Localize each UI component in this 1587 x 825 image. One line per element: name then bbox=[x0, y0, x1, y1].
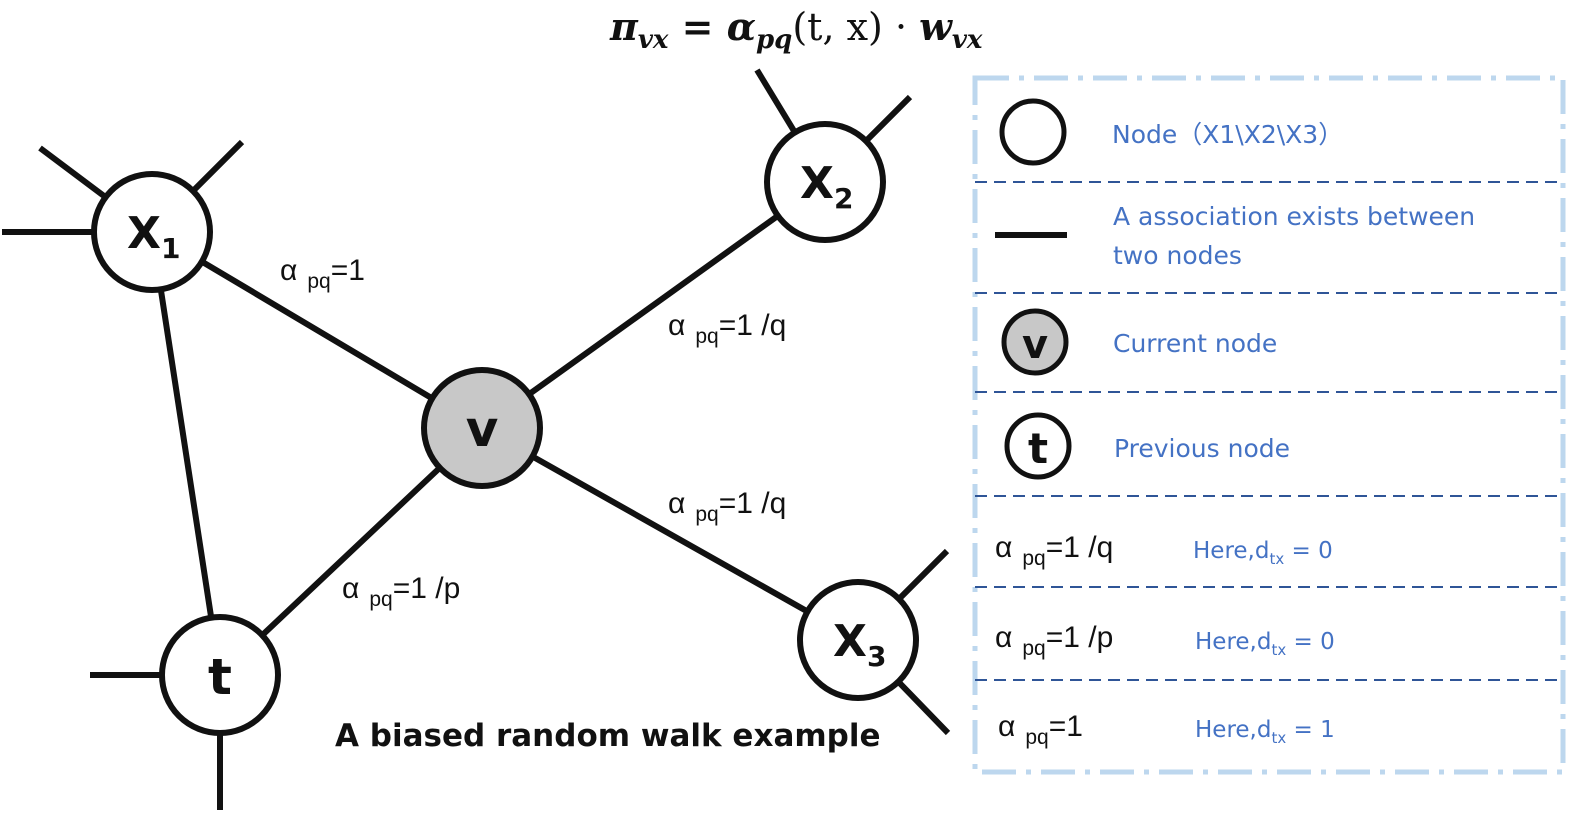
edge-v-x2 bbox=[479, 179, 828, 431]
node-t bbox=[159, 614, 281, 736]
node-x2 bbox=[764, 121, 886, 243]
legend-current-symbol: v bbox=[1022, 322, 1048, 368]
legend-previous-text: Previous node bbox=[1114, 434, 1290, 463]
formula: πvx = αpq(t, x) · wvx bbox=[609, 4, 983, 55]
legend-here-q: Here,dtx = 0 bbox=[1193, 538, 1333, 568]
legend-edge-text-1: A association exists between bbox=[1113, 202, 1475, 231]
legend-dividers bbox=[975, 181, 1563, 681]
legend-current-icon bbox=[1001, 308, 1069, 376]
node-x1 bbox=[91, 171, 213, 293]
legend-previous-icon bbox=[1004, 412, 1072, 480]
legend-edge-text-2: two nodes bbox=[1113, 241, 1242, 270]
legend-frame bbox=[972, 75, 1566, 775]
legend-node-icon bbox=[999, 98, 1067, 166]
edge-x1-v bbox=[149, 229, 485, 431]
legend-here-p: Here,dtx = 0 bbox=[1195, 629, 1335, 659]
node-x1-label: X1 bbox=[127, 208, 180, 265]
legend-node-text: Node（X1\X2\X3） bbox=[1112, 120, 1343, 149]
legend-current-text: Current node bbox=[1113, 329, 1277, 358]
edge-x1-t bbox=[149, 229, 223, 678]
diagram-caption: A biased random walk example bbox=[335, 718, 881, 754]
node-x3-label: X3 bbox=[833, 616, 886, 673]
node-v bbox=[421, 367, 543, 489]
node-x3 bbox=[797, 579, 919, 701]
edge-v-x3 bbox=[479, 425, 861, 643]
legend-previous-symbol: t bbox=[1028, 424, 1048, 473]
legend-here-1: Here,dtx = 1 bbox=[1195, 717, 1335, 747]
node-t-label: t bbox=[208, 648, 232, 706]
node-v-label: v bbox=[466, 400, 499, 458]
node-x2-label: X2 bbox=[800, 158, 853, 215]
graph-nodes bbox=[91, 121, 919, 736]
